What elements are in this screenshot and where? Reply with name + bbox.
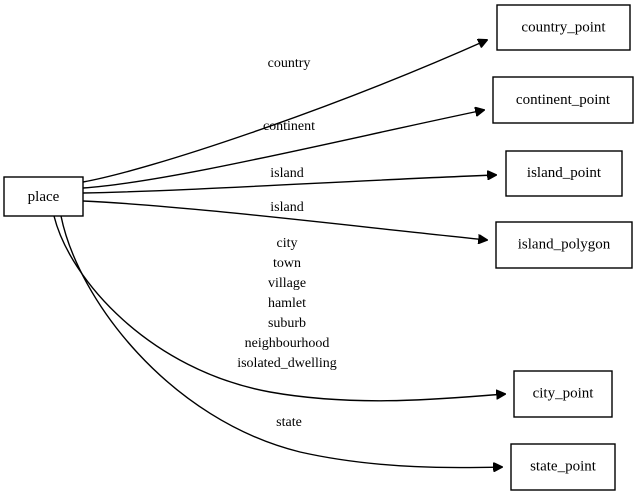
edge-label-city-line-6: neighbourhood xyxy=(245,336,330,351)
edge-label-city-line-7: isolated_dwelling xyxy=(237,356,337,371)
edge-label-country: country xyxy=(268,56,311,71)
node-island-polygon[interactable]: island_polygon xyxy=(495,221,633,269)
node-city-point[interactable]: city_point xyxy=(513,370,613,418)
edge-label-city-line-1: city xyxy=(277,236,298,251)
edges-group xyxy=(53,40,505,468)
edge-place-to-island-polygon[interactable] xyxy=(82,200,487,240)
edge-label-city-point: city town village hamlet suburb neighbou… xyxy=(237,236,337,371)
edge-label-continent: continent xyxy=(263,119,315,134)
edge-label-island-polygon: island xyxy=(270,200,303,215)
edge-label-city-line-3: village xyxy=(268,276,306,291)
node-island-point-label: island_point xyxy=(527,165,602,181)
edge-place-to-city-point[interactable] xyxy=(53,215,505,402)
edge-place-to-continent-point[interactable] xyxy=(82,110,484,189)
edge-labels-group: country continent island island city tow… xyxy=(237,56,337,430)
edge-label-island-point: island xyxy=(270,166,303,181)
node-country-point[interactable]: country_point xyxy=(496,4,631,51)
node-island-point-rect[interactable] xyxy=(505,150,623,197)
node-place-label: place xyxy=(28,189,60,205)
node-city-point-label: city_point xyxy=(533,385,595,401)
node-continent-point-rect[interactable] xyxy=(492,76,634,124)
node-state-point-label: state_point xyxy=(530,458,597,474)
node-state-point[interactable]: state_point xyxy=(510,443,616,491)
node-island-point[interactable]: island_point xyxy=(505,150,623,197)
node-country-point-rect[interactable] xyxy=(496,4,631,51)
node-city-point-rect[interactable] xyxy=(513,370,613,418)
edge-label-city-line-2: town xyxy=(273,256,301,271)
node-country-point-label: country_point xyxy=(521,19,606,35)
node-place[interactable]: place xyxy=(3,176,84,217)
node-island-polygon-label: island_polygon xyxy=(518,236,611,252)
node-place-rect[interactable] xyxy=(3,176,84,217)
node-state-point-rect[interactable] xyxy=(510,443,616,491)
edge-label-city-line-4: hamlet xyxy=(268,296,306,311)
edge-place-to-country-point[interactable] xyxy=(82,40,487,183)
edge-label-state: state xyxy=(276,415,302,430)
node-island-polygon-rect[interactable] xyxy=(495,221,633,269)
edge-place-to-state-point[interactable] xyxy=(60,215,502,468)
edge-label-city-line-5: suburb xyxy=(268,316,306,331)
node-continent-point[interactable]: continent_point xyxy=(492,76,634,124)
edge-place-to-island-point[interactable] xyxy=(82,175,496,194)
nodes-group: place country_point continent_point isla… xyxy=(3,4,634,491)
node-continent-point-label: continent_point xyxy=(516,92,611,108)
